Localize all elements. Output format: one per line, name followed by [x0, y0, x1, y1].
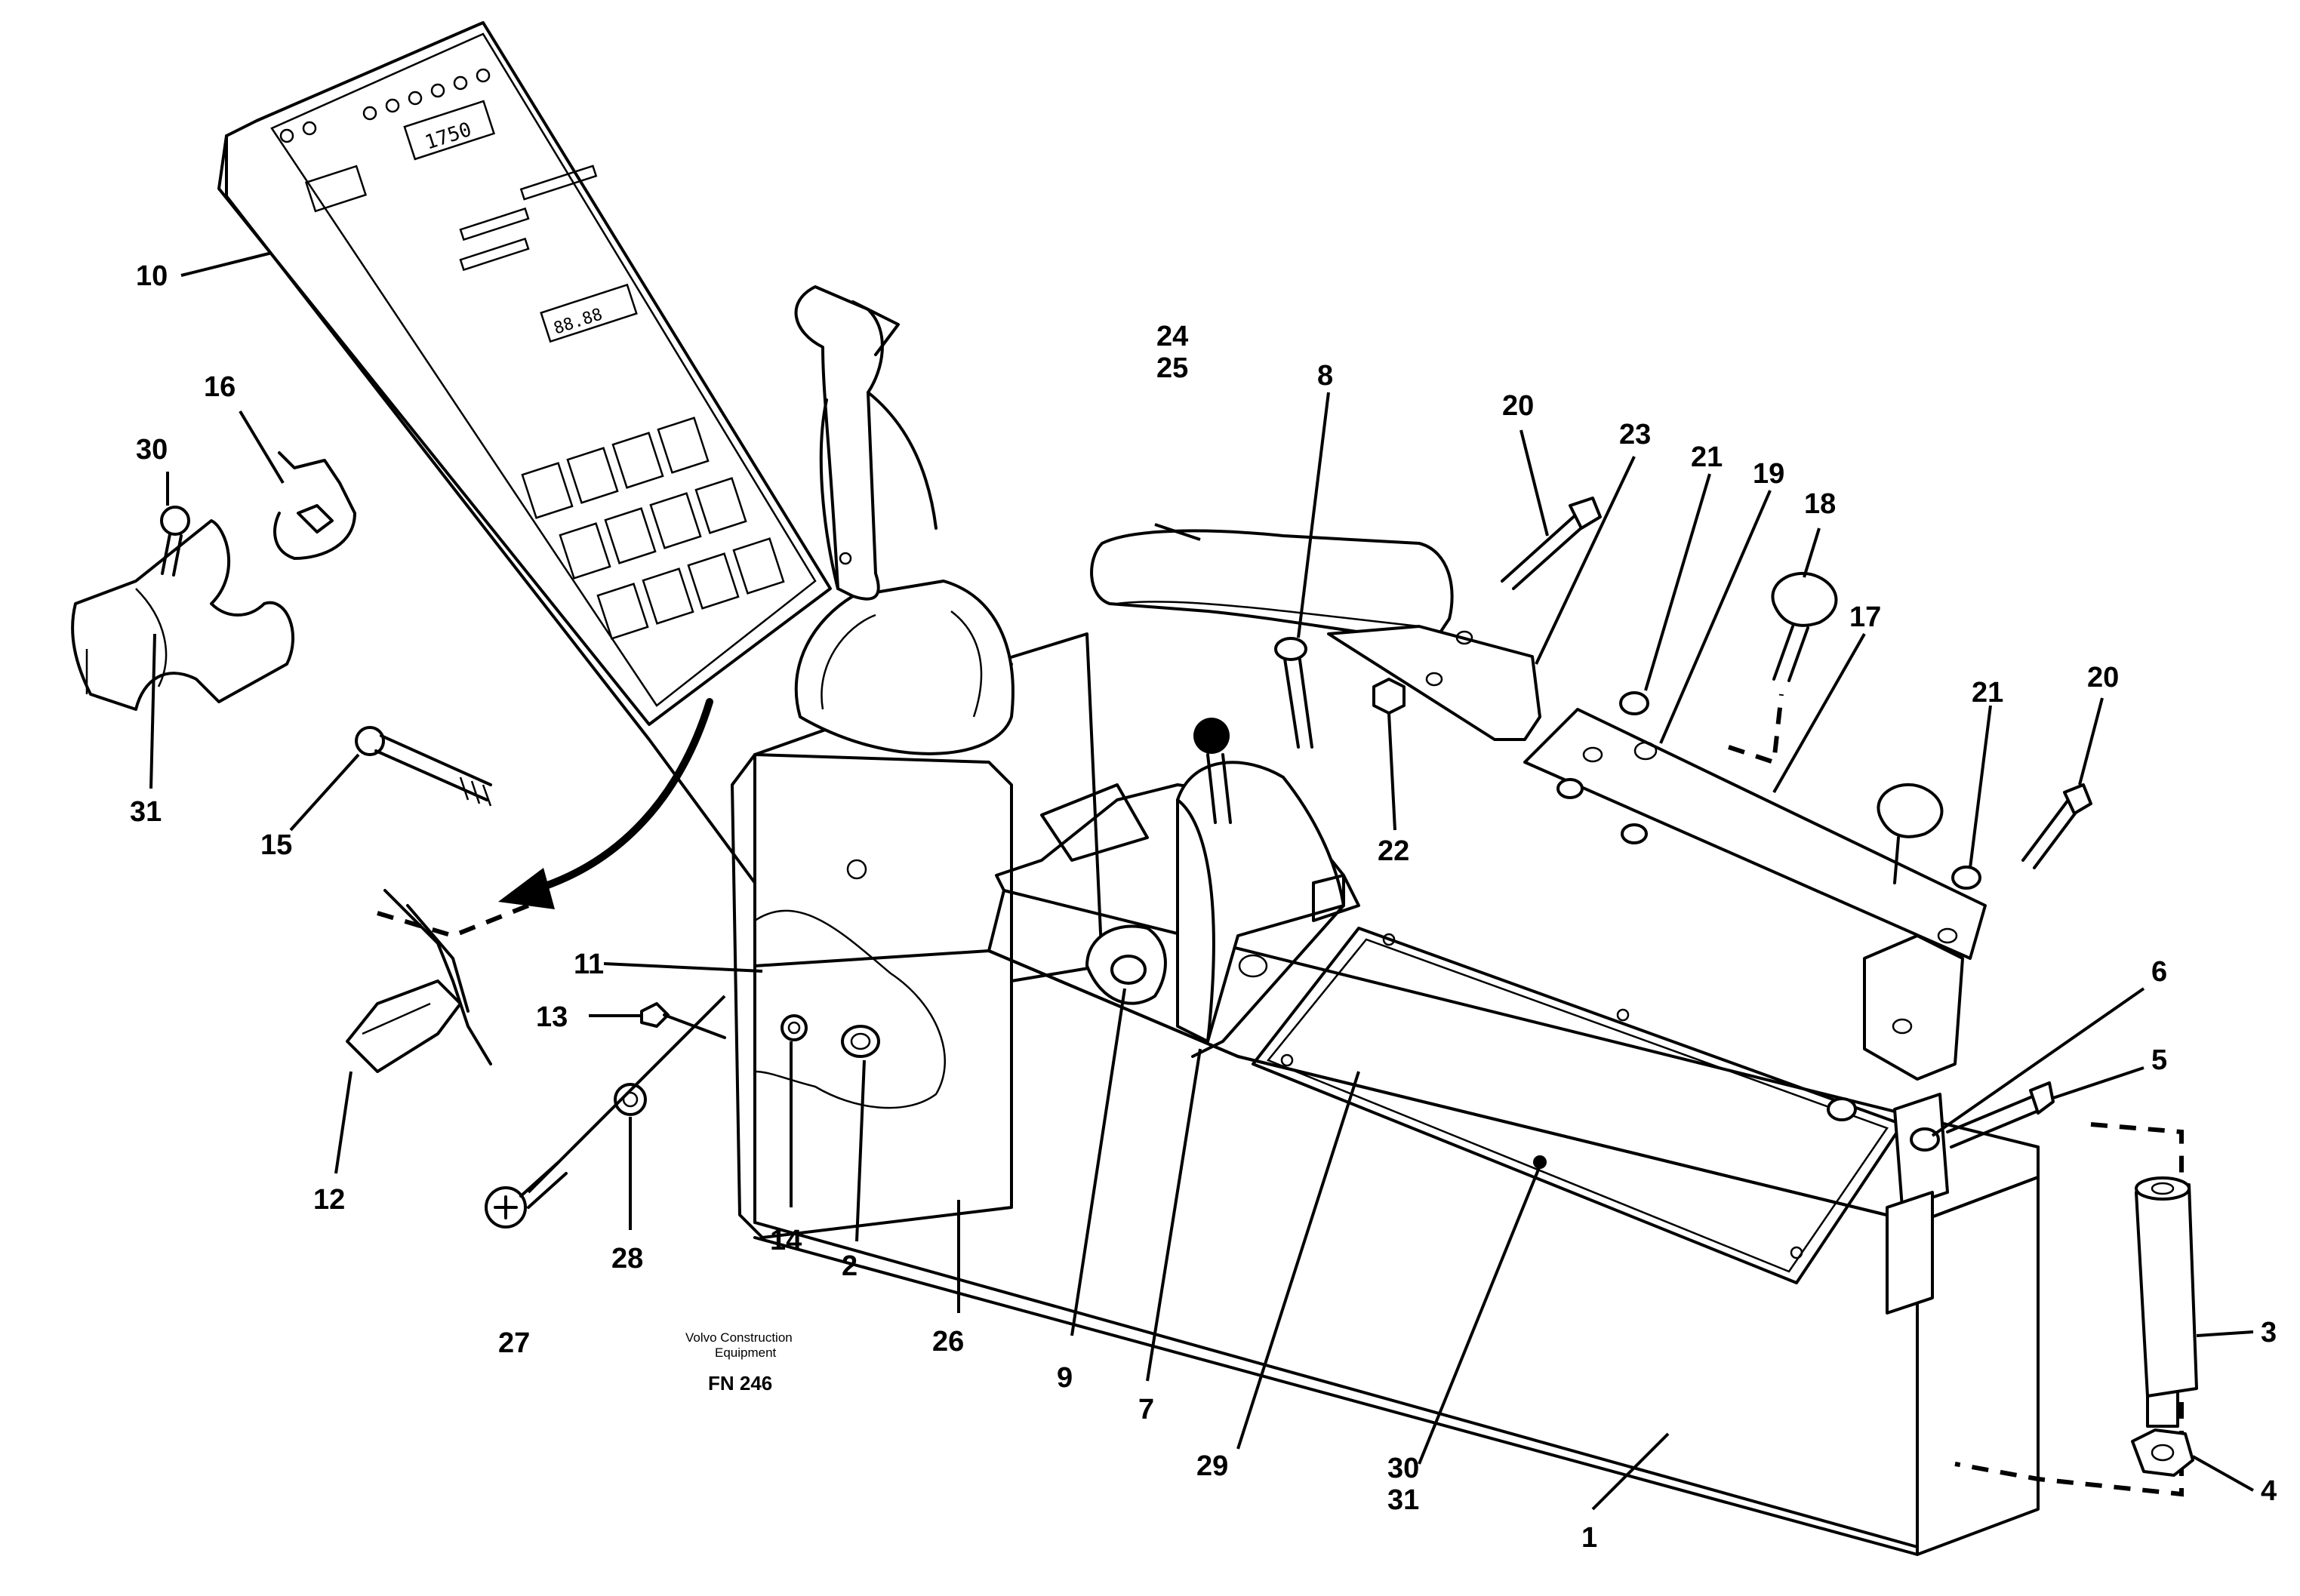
- control-panel: 1750 88.88: [217, 21, 832, 884]
- joystick-housing: [731, 285, 1104, 1239]
- callout-9: 9: [1057, 1362, 1073, 1394]
- callout-11: 11: [574, 949, 604, 980]
- callout-23: 23: [1619, 419, 1651, 451]
- callout-31-lower: 31: [1387, 1484, 1419, 1516]
- leader-lines: [149, 251, 2254, 1511]
- callout-17: 17: [1849, 601, 1881, 633]
- callout-24: 24: [1156, 321, 1188, 352]
- callout-27: 27: [498, 1327, 530, 1359]
- callout-6: 6: [2151, 956, 2167, 988]
- callout-1: 1: [1581, 1522, 1597, 1554]
- bar-gauges: [459, 165, 598, 272]
- callout-28: 28: [611, 1243, 643, 1275]
- callout-22: 22: [1378, 835, 1409, 867]
- callout-4: 4: [2261, 1475, 2277, 1507]
- callout-15: 15: [260, 829, 292, 861]
- callout-14: 14: [770, 1225, 802, 1256]
- callout-7: 7: [1138, 1394, 1154, 1425]
- callout-20-right: 20: [2087, 662, 2119, 693]
- caption-line1: Volvo Construction: [685, 1330, 793, 1345]
- caption-code: FN 246: [708, 1372, 772, 1395]
- callout-25: 25: [1156, 352, 1188, 384]
- callout-30-lower: 30: [1387, 1453, 1419, 1484]
- callout-18: 18: [1804, 488, 1836, 520]
- callout-20-left: 20: [1502, 390, 1534, 422]
- callout-21-right: 21: [1972, 677, 2003, 709]
- callout-29: 29: [1196, 1450, 1228, 1482]
- callout-10: 10: [136, 260, 168, 292]
- callout-21-left: 21: [1691, 441, 1723, 473]
- clip-detail: [346, 889, 530, 1073]
- curved-arrow: [498, 698, 713, 909]
- callout-30-left: 30: [136, 434, 168, 466]
- callout-labels: 10 16 30 31 15 12 11 13 14 28 27 2 26 9 …: [130, 260, 2277, 1554]
- callout-2: 2: [842, 1250, 857, 1282]
- left-detail-inset: [71, 451, 356, 711]
- gear-lever-assembly: [995, 718, 1360, 1058]
- button-grid: [521, 417, 785, 640]
- spacer-and-nut: [1954, 1122, 2198, 1497]
- callout-19: 19: [1753, 458, 1784, 490]
- bracket-bar: [1523, 572, 2092, 960]
- small-fasteners: [485, 1002, 808, 1229]
- callout-3: 3: [2261, 1317, 2277, 1348]
- callout-5: 5: [2151, 1044, 2167, 1076]
- callout-13: 13: [536, 1001, 568, 1033]
- callout-16: 16: [204, 371, 236, 403]
- side-bracket: [1827, 934, 2055, 1315]
- diagram-caption: Volvo Construction Equipment FN 246: [685, 1330, 793, 1395]
- armrest: [1090, 497, 1602, 749]
- callout-8: 8: [1317, 360, 1333, 392]
- callout-31-left: 31: [130, 796, 162, 828]
- callout-12: 12: [313, 1184, 345, 1216]
- bolt-15: [355, 726, 492, 807]
- indicator-lamps: [279, 68, 491, 143]
- callout-26: 26: [932, 1326, 964, 1358]
- caption-line2: Equipment: [715, 1345, 777, 1360]
